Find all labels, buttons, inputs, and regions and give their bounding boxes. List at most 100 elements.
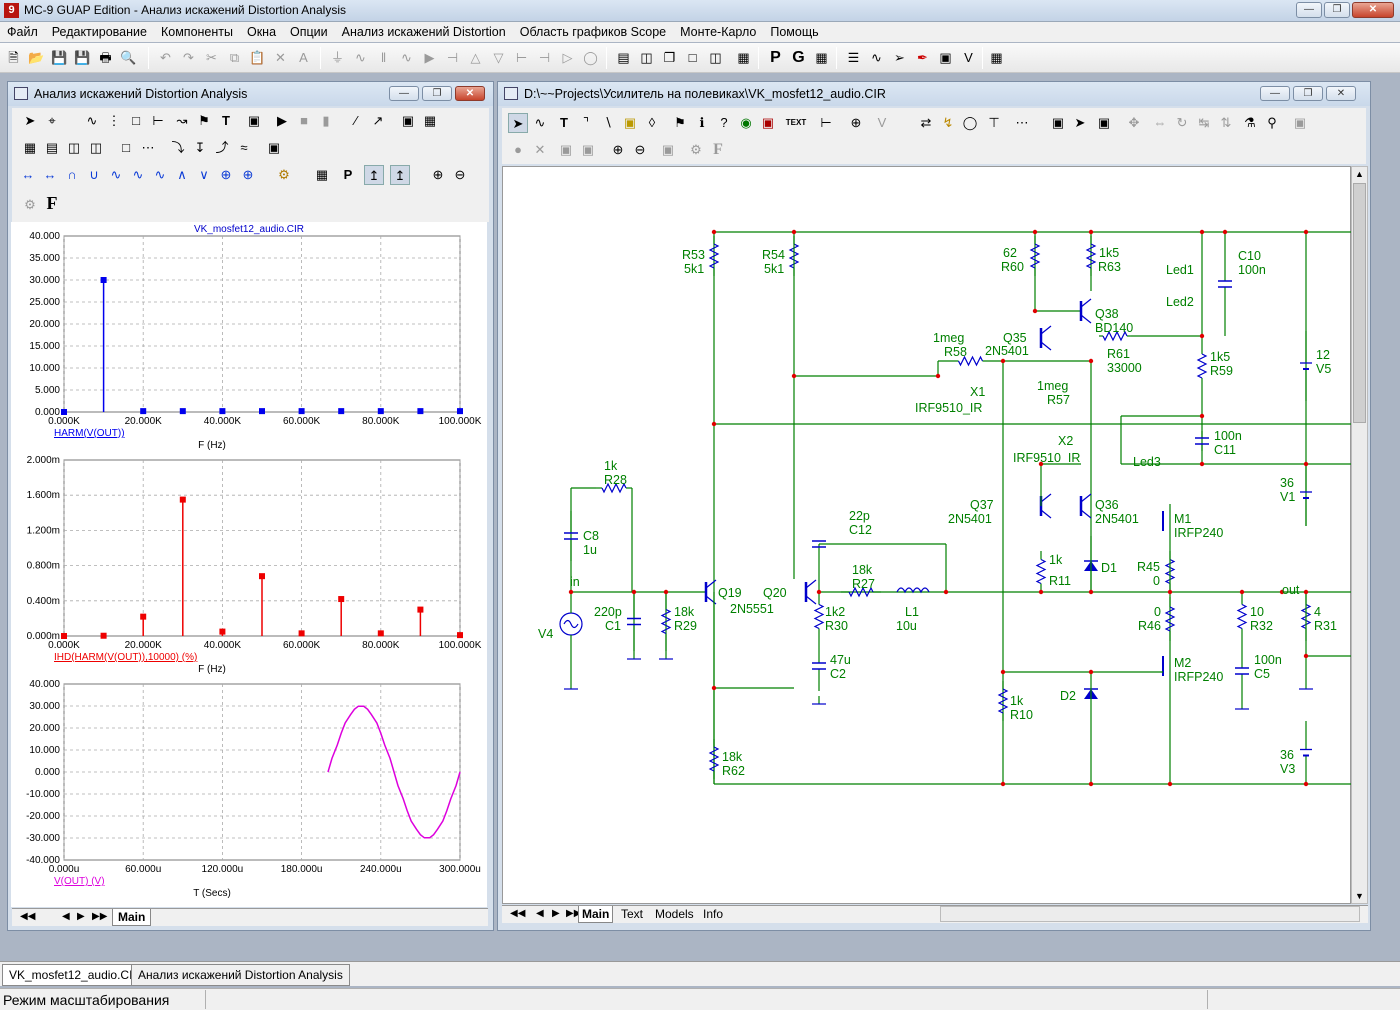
- grid-style3-icon[interactable]: ◫: [67, 140, 81, 155]
- vt-icon[interactable]: V: [964, 50, 973, 65]
- tag-icon[interactable]: ↝: [176, 113, 188, 128]
- low-icon[interactable]: ∿: [132, 167, 144, 182]
- schematic-zoom-out-icon[interactable]: ⊖: [634, 142, 646, 157]
- cursor-settings-icon[interactable]: ⚙: [278, 167, 290, 182]
- first-tab-icon[interactable]: ◀◀: [20, 911, 36, 922]
- binoculars-icon[interactable]: ⚲: [1267, 115, 1277, 130]
- menu-help[interactable]: Помощь: [770, 25, 819, 39]
- analysis-maximize-button[interactable]: ❐: [422, 86, 452, 101]
- scroll-up-icon[interactable]: ▲: [1355, 169, 1364, 179]
- top-icon[interactable]: ⊕: [220, 167, 232, 182]
- cascade-icon[interactable]: ❐: [663, 50, 676, 65]
- menu-file[interactable]: Файл: [7, 25, 38, 39]
- valley-icon[interactable]: ∪: [89, 167, 99, 182]
- cursor-mode-icon[interactable]: ⋮: [107, 113, 121, 128]
- select-all-icon[interactable]: A: [299, 50, 308, 65]
- analysis-close-button[interactable]: ✕: [455, 86, 485, 101]
- tab-main-schematic[interactable]: Main: [578, 906, 614, 923]
- pnp-icon[interactable]: ▽: [493, 50, 504, 65]
- grid-style2-icon[interactable]: ▤: [45, 140, 59, 155]
- schematic-last-tab-icon[interactable]: ▶▶: [566, 908, 582, 919]
- minimize-button[interactable]: —: [1296, 2, 1322, 18]
- properties-icon[interactable]: ▣: [247, 113, 261, 128]
- list-icon[interactable]: ☰: [847, 50, 860, 65]
- schematic-maximize-button[interactable]: ❐: [1293, 86, 1323, 101]
- ground-icon[interactable]: ⏚: [330, 50, 344, 65]
- on-icon[interactable]: ◯: [962, 115, 978, 130]
- flip-v-icon[interactable]: ⇅: [1220, 115, 1232, 130]
- table-icon[interactable]: ▦: [815, 50, 828, 65]
- tester-icon[interactable]: ◉: [740, 115, 752, 130]
- wire-icon[interactable]: ⌝: [582, 115, 590, 130]
- menu-scope[interactable]: Область графиков Scope: [519, 25, 667, 39]
- copy-image-icon[interactable]: ▣: [559, 142, 573, 157]
- schematic-next-tab-icon[interactable]: ▶: [552, 908, 560, 919]
- grid-icon[interactable]: ▦: [423, 113, 437, 128]
- select-arrow-icon[interactable]: ➤: [24, 113, 36, 128]
- menu-windows[interactable]: Окна: [246, 25, 277, 39]
- properties-p-icon[interactable]: P: [770, 49, 781, 66]
- close-button[interactable]: ✕: [1352, 2, 1394, 18]
- circuit-schematic[interactable]: R535k1R545k162R601k5R63C10100nLed1Led2Q3…: [503, 167, 1352, 905]
- axis-icon[interactable]: ⊢: [152, 113, 164, 128]
- next-tab-icon[interactable]: ▶: [77, 911, 85, 922]
- schematic-zoom-in-icon[interactable]: ⊕: [612, 142, 624, 157]
- inductor-icon[interactable]: ∿: [401, 50, 412, 65]
- zoom-in-icon[interactable]: ⊕: [432, 167, 444, 182]
- frame-icon[interactable]: ▣: [401, 113, 415, 128]
- current-icon[interactable]: ⇄: [920, 115, 932, 130]
- cancel-circle-icon[interactable]: ✕: [534, 142, 546, 157]
- schematic-vscroll[interactable]: ▲ ▼: [1351, 166, 1368, 904]
- probe-icon[interactable]: ➢: [894, 50, 905, 65]
- paste-image-icon[interactable]: ▣: [581, 142, 595, 157]
- window-icon[interactable]: □: [688, 50, 697, 65]
- power-icon[interactable]: ↯: [942, 115, 954, 130]
- schematic-text-icon[interactable]: T: [560, 115, 568, 130]
- save-icon[interactable]: 💾: [51, 50, 68, 65]
- tile-horizontal-icon[interactable]: ▤: [617, 50, 630, 65]
- tracker2-icon[interactable]: ↥: [390, 165, 410, 185]
- help-icon[interactable]: ?: [720, 115, 728, 130]
- high-icon[interactable]: ∿: [110, 167, 122, 182]
- menu-monte-carlo[interactable]: Монте-Карло: [680, 25, 757, 39]
- arrow-tool-icon[interactable]: ⤵: [171, 140, 185, 155]
- wire-wave-icon[interactable]: ∿: [534, 115, 546, 130]
- paste-icon[interactable]: 📋: [249, 50, 266, 65]
- print-preview-icon[interactable]: 🔍: [120, 50, 137, 65]
- slope-icon[interactable]: ↗: [372, 113, 384, 128]
- resistor-icon[interactable]: ∿: [355, 50, 366, 65]
- point-icon[interactable]: ▣: [761, 115, 775, 130]
- point-tag-icon[interactable]: ⚑: [198, 113, 210, 128]
- grid-g-icon[interactable]: G: [792, 49, 805, 66]
- global-high-icon[interactable]: ∧: [177, 167, 187, 182]
- waveform-icon[interactable]: ∿: [871, 50, 882, 65]
- schematic-hscroll[interactable]: [940, 906, 1360, 922]
- bottom-icon[interactable]: ⊕: [242, 167, 254, 182]
- cut-icon[interactable]: ✂: [206, 50, 217, 65]
- save-all-icon[interactable]: 💾: [74, 50, 91, 65]
- schematic-close-button[interactable]: ✕: [1326, 86, 1356, 101]
- shape-icon[interactable]: ◊: [648, 115, 656, 130]
- analysis-minimize-button[interactable]: —: [389, 86, 419, 101]
- hint-icon[interactable]: ▣: [1293, 115, 1307, 130]
- settings-gear-icon[interactable]: ⚙: [24, 197, 36, 212]
- schematic-select-icon[interactable]: ➤: [508, 113, 528, 133]
- down-arrow-tool-icon[interactable]: ↧: [194, 140, 206, 155]
- menu-components[interactable]: Компоненты: [160, 25, 233, 39]
- schematic-font-icon[interactable]: F: [713, 141, 723, 158]
- open-file-icon[interactable]: 📂: [28, 50, 45, 65]
- battery-icon[interactable]: ⊣: [446, 50, 459, 65]
- font-icon[interactable]: F: [42, 193, 62, 213]
- tracker-icon[interactable]: ↥: [364, 165, 384, 185]
- curve-icon[interactable]: ∿: [86, 113, 98, 128]
- flip-icon[interactable]: ↹: [1198, 115, 1210, 130]
- global-low-icon[interactable]: ∨: [199, 167, 209, 182]
- cursor-right-icon[interactable]: ↔: [43, 167, 57, 182]
- border-icon[interactable]: ▣: [1051, 115, 1065, 130]
- distortion-plots[interactable]: VK_mosfet12_audio.CIR40.00035.00030.0002…: [11, 222, 487, 907]
- pmos-icon[interactable]: ⊣: [538, 50, 551, 65]
- taskbar-analysis-tab[interactable]: Анализ искажений Distortion Analysis: [131, 964, 350, 986]
- grid-dots-icon[interactable]: ⋯: [1015, 115, 1029, 130]
- menu-options[interactable]: Опции: [290, 25, 328, 39]
